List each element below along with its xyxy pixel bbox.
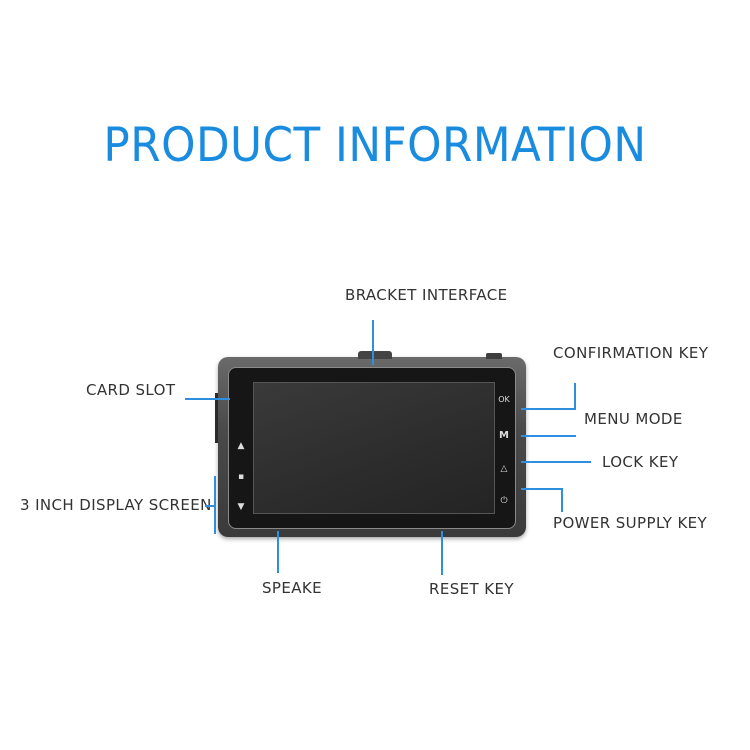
label-display-screen: 3 INCH DISPLAY SCREEN xyxy=(20,496,212,514)
leader-menu-mode xyxy=(521,435,576,437)
leader-lock-key xyxy=(521,461,591,463)
label-lock-key: LOCK KEY xyxy=(602,453,679,471)
menu-button[interactable]: M xyxy=(499,430,509,441)
label-card-slot: CARD SLOT xyxy=(86,381,176,399)
mode-square-icon[interactable]: ▪ xyxy=(237,472,245,482)
leader-bracket xyxy=(372,320,374,365)
page-title: PRODUCT INFORMATION xyxy=(103,118,647,173)
label-bracket-interface: BRACKET INTERFACE xyxy=(345,286,508,304)
power-icon[interactable]: ⏻ xyxy=(500,496,508,506)
device-face: ▲ ▪ ▼ OK M △ ⏻ xyxy=(228,367,516,529)
leader-confirm-vertical xyxy=(574,383,576,409)
leader-display-vertical xyxy=(214,476,216,534)
leader-card-slot xyxy=(185,398,230,400)
bracket-mount xyxy=(358,351,392,359)
label-speake: SPEAKE xyxy=(262,579,323,597)
leader-speake xyxy=(277,531,279,573)
up-arrow-icon[interactable]: ▲ xyxy=(237,441,245,451)
leader-display-horizontal xyxy=(205,505,215,507)
label-power-supply-key: POWER SUPPLY KEY xyxy=(553,514,708,532)
leader-reset-key xyxy=(441,531,443,575)
leader-confirm-horizontal xyxy=(521,408,576,410)
ok-button[interactable]: OK xyxy=(498,395,510,404)
card-slot xyxy=(215,393,218,443)
label-confirmation-key: CONFIRMATION KEY xyxy=(553,344,709,362)
display-screen xyxy=(253,382,495,514)
label-menu-mode: MENU MODE xyxy=(584,410,683,428)
down-arrow-icon[interactable]: ▼ xyxy=(237,502,245,512)
top-bump xyxy=(486,353,502,359)
leader-power-vertical xyxy=(561,488,563,512)
label-reset-key: RESET KEY xyxy=(429,580,514,598)
lock-icon[interactable]: △ xyxy=(500,464,508,474)
leader-power-horizontal xyxy=(521,488,563,490)
dash-camera-device: ▲ ▪ ▼ OK M △ ⏻ xyxy=(215,351,526,537)
